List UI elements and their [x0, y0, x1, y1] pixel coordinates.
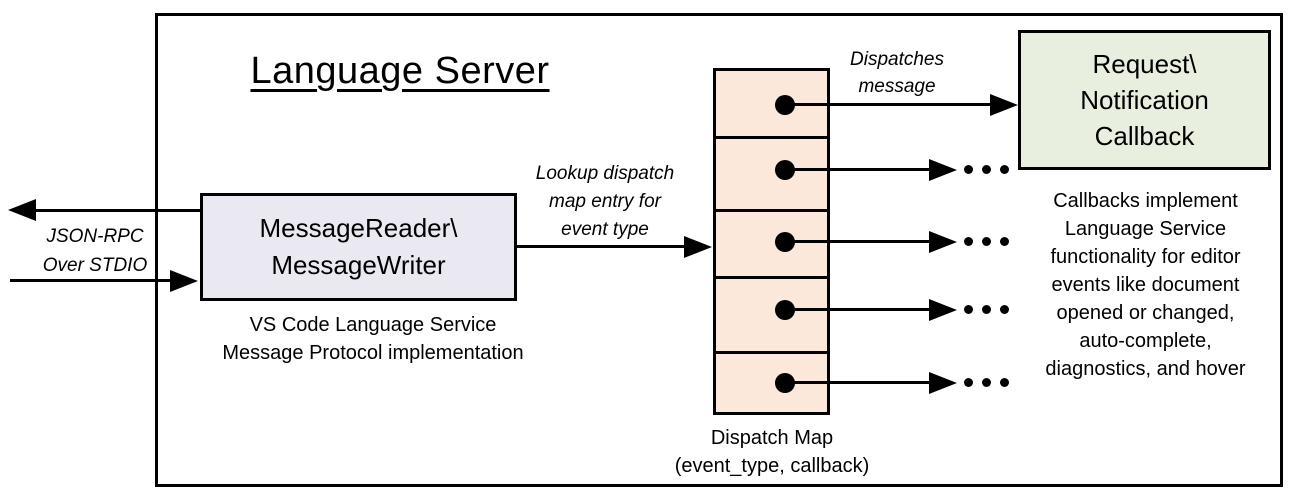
- arrow-dispatch-2-head-icon: [929, 159, 957, 181]
- ellipsis-icon: [964, 165, 1009, 174]
- callbacks-note-line3: functionality for editor: [1050, 246, 1241, 268]
- arrow-stdio-out-line: [34, 209, 200, 212]
- dispatch-map-caption-line1: Dispatch Map: [710, 427, 834, 449]
- message-reader-writer-box: MessageReader\ MessageWriter: [200, 193, 517, 301]
- cell-divider: [716, 351, 827, 354]
- lookup-label-line3: event type: [561, 219, 649, 240]
- arrow-lookup-head-icon: [684, 236, 712, 258]
- cell-divider: [716, 276, 827, 279]
- reader-box-line2: MessageWriter: [271, 250, 446, 280]
- arrow-dispatch-1-line: [785, 103, 992, 106]
- arrow-dispatch-3-head-icon: [929, 231, 957, 253]
- io-protocol-label-line2: Over STDIO: [42, 255, 148, 276]
- lookup-label-line1: Lookup dispatch: [535, 163, 675, 184]
- dispatch-map-box: [713, 68, 830, 415]
- lookup-label: Lookup dispatch map entry for event type: [500, 160, 710, 244]
- ellipsis-icon: [964, 305, 1009, 314]
- callback-box-line2: Notification: [1080, 85, 1209, 115]
- arrow-dispatch-2-line: [785, 168, 931, 171]
- arrow-dispatch-4-line: [785, 308, 931, 311]
- arrow-stdio-in-head-icon: [170, 270, 198, 292]
- request-notification-callback-box: Request\ Notification Callback: [1018, 30, 1271, 170]
- callbacks-note-line7: diagnostics, and hover: [1045, 358, 1246, 380]
- reader-caption-line1: VS Code Language Service: [249, 314, 497, 336]
- cell-divider: [716, 209, 827, 212]
- callbacks-note-line6: auto-complete,: [1079, 330, 1212, 352]
- arrow-stdio-out-head-icon: [8, 199, 36, 221]
- io-protocol-label-line1: JSON-RPC: [46, 226, 144, 247]
- reader-caption: VS Code Language Service Message Protoco…: [193, 311, 553, 367]
- lookup-label-line2: map entry for: [549, 191, 661, 212]
- arrow-lookup-line: [517, 245, 686, 248]
- dispatches-label-line1: Dispatches: [850, 49, 944, 70]
- callbacks-note-line1: Callbacks implement: [1053, 190, 1238, 212]
- callback-box-line3: Callback: [1094, 121, 1195, 151]
- arrow-dispatch-4-head-icon: [929, 299, 957, 321]
- cell-divider: [716, 136, 827, 139]
- io-protocol-label: JSON-RPC Over STDIO: [15, 222, 175, 280]
- reader-box-line1: MessageReader\: [259, 213, 458, 243]
- callbacks-note-line5: opened or changed,: [1056, 302, 1235, 324]
- ellipsis-icon: [964, 237, 1009, 246]
- ellipsis-icon: [964, 378, 1009, 387]
- callback-box-line1: Request\: [1092, 49, 1197, 79]
- callbacks-note-line2: Language Service: [1064, 218, 1227, 240]
- callbacks-note: Callbacks implement Language Service fun…: [1008, 187, 1283, 383]
- arrow-stdio-in-line: [10, 279, 172, 282]
- reader-caption-line2: Message Protocol implementation: [222, 342, 524, 364]
- arrow-dispatch-5-head-icon: [929, 372, 957, 394]
- dispatch-map-caption-line2: (event_type, callback): [674, 455, 870, 477]
- arrow-dispatch-5-line: [785, 381, 931, 384]
- arrow-dispatch-1-head-icon: [990, 94, 1018, 116]
- arrow-dispatch-3-line: [785, 240, 931, 243]
- diagram-title: Language Server: [250, 50, 550, 92]
- dispatches-label-line2: message: [858, 76, 936, 97]
- dispatch-map-caption: Dispatch Map (event_type, callback): [637, 424, 907, 480]
- dispatches-label: Dispatches message: [818, 46, 976, 100]
- callbacks-note-line4: events like document: [1051, 274, 1240, 296]
